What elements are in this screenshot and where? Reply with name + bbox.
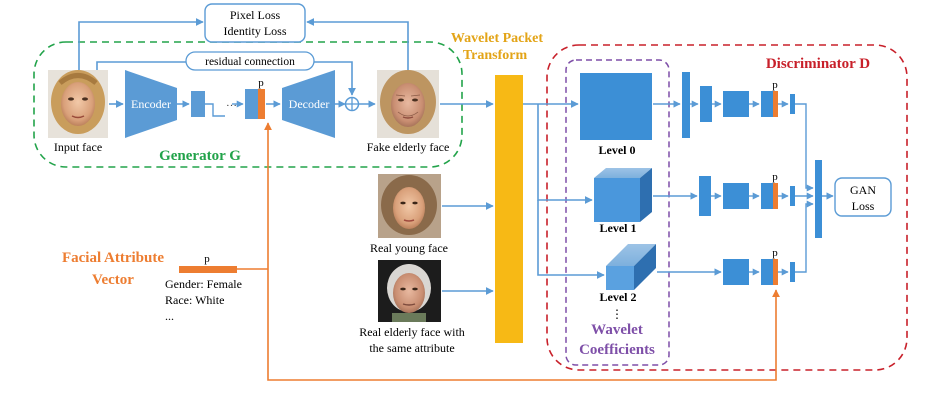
generator-ellipsis: … [226, 97, 237, 109]
wavelet-coefficients-line1: Wavelet [591, 322, 643, 338]
bottleneck-attribute-block [258, 89, 265, 119]
d0-out-block [790, 94, 795, 114]
real-elderly-face-image [378, 260, 441, 322]
d0-attribute-block [773, 91, 778, 117]
d1-out-block [790, 186, 795, 206]
fake-elderly-face-image [377, 70, 439, 138]
d2-block-1 [723, 259, 749, 285]
d0-block-2 [700, 86, 712, 122]
level0-label: Level 0 [599, 143, 636, 157]
bottleneck-p-label: p [258, 77, 264, 89]
attribute-title-line1: Facial Attribute [62, 250, 164, 266]
wavelet-to-level2-arrow [537, 200, 605, 279]
encoder-block [125, 70, 177, 138]
input-face-caption: Input face [54, 140, 102, 154]
input-to-loss-arrow [78, 18, 204, 70]
attribute-race: Race: White [165, 293, 224, 307]
d0-p-label: p [772, 79, 778, 91]
fake-elderly-face-caption: Fake elderly face [367, 140, 450, 154]
level2-label: Level 2 [600, 290, 637, 304]
gan-merge-block [815, 160, 822, 238]
d1-block-2 [723, 183, 749, 209]
wavelet-coefficients-line2: Coefficients [579, 342, 655, 358]
real-elderly-face-caption-line2: the same attribute [369, 341, 454, 355]
attribute-gender: Gender: Female [165, 277, 242, 291]
sum-node-icon [344, 96, 360, 112]
wavelet-transform-bar [495, 75, 523, 343]
d1-block-1 [699, 176, 711, 216]
decoder-label: Decoder [289, 97, 330, 111]
residual-connection-label: residual connection [205, 56, 295, 68]
bottleneck-block [245, 89, 258, 119]
d0-block-1 [682, 72, 690, 138]
d1-feature-block [761, 183, 773, 209]
d2-out-block [790, 262, 795, 282]
real-elderly-face-caption-line1: Real elderly face with [359, 325, 465, 339]
wavelet-title-line2: Transform [463, 48, 528, 63]
residual-label-box [185, 51, 315, 71]
encoder-label: Encoder [131, 97, 171, 111]
pixel-loss-label: Pixel Loss [230, 8, 281, 22]
gan-loss-line1: GAN [850, 183, 876, 197]
encoder-feature-block [191, 91, 205, 117]
attribute-vector-p-label: p [204, 253, 210, 265]
attribute-title-line2: Vector [92, 272, 134, 288]
gan-loss-box [834, 177, 892, 217]
generator-title: Generator G [159, 148, 241, 164]
real-young-face-caption: Real young face [370, 241, 448, 255]
d1-p-label: p [772, 171, 778, 183]
fake-to-loss-arrow [306, 18, 409, 70]
level1-label: Level 1 [600, 221, 637, 235]
d1-attribute-block [773, 183, 778, 209]
d0-block-3 [723, 91, 749, 117]
level-vertical-dots: ⋮ [611, 307, 623, 321]
discriminator-region [546, 44, 908, 371]
attribute-vector-bar [179, 266, 237, 273]
identity-loss-label: Identity Loss [224, 24, 287, 38]
level1-coefficient-cube [594, 168, 652, 222]
wavelet-title-line1: Wavelet Packet [451, 31, 543, 46]
d0-to-gan-arrow [795, 103, 814, 192]
discriminator-title: Discriminator D [766, 56, 870, 72]
d0-feature-block [761, 91, 773, 117]
real-young-face-image [378, 174, 441, 238]
feature-skip-path [205, 103, 225, 117]
input-face-image [48, 70, 108, 138]
d2-p-label: p [772, 247, 778, 259]
gan-loss-line2: Loss [852, 199, 875, 213]
d2-to-gan-arrow [795, 200, 814, 273]
attribute-to-discriminator-path [267, 269, 780, 381]
wavelet-coefficients-region [565, 59, 670, 366]
pixel-identity-loss-box [204, 3, 306, 43]
d2-attribute-block [773, 259, 778, 285]
level0-coefficient-block [580, 73, 652, 140]
decoder-block [282, 70, 335, 138]
level2-coefficient-cube [606, 244, 656, 290]
attribute-more: ... [165, 309, 174, 323]
d2-feature-block [761, 259, 773, 285]
